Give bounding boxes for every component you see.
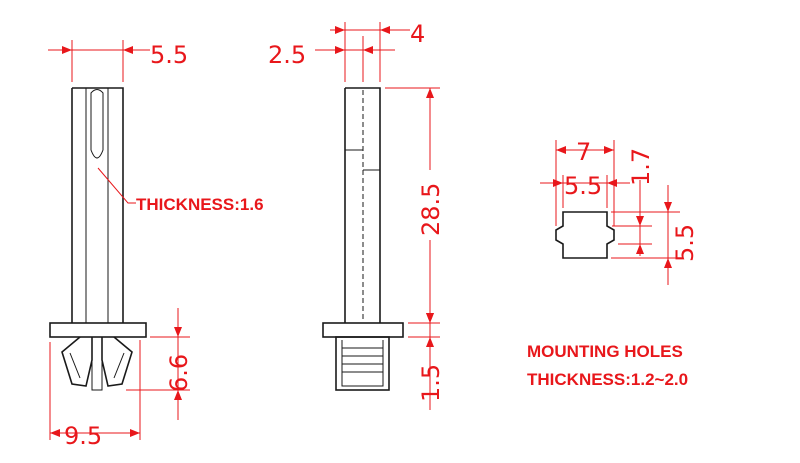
dim-flange-thickness: 1.5 — [408, 300, 445, 410]
front-view-outline — [49, 87, 147, 391]
hole-view: 7 5.5 1.7 5.5 — [540, 138, 699, 285]
front-view: 5.5 THICKNESS:1.6 6.6 9.5 — [48, 40, 264, 450]
dim-base-width-label: 9.5 — [64, 422, 102, 450]
note-mounting-holes: MOUNTING HOLES — [527, 342, 683, 361]
mounting-notes: MOUNTING HOLES THICKNESS:1.2~2.0 — [527, 342, 688, 389]
dim-clip-height: 6.6 — [126, 308, 193, 420]
dim-side-top-gap-label: 4 — [410, 20, 425, 48]
hole-shape-outline — [555, 211, 615, 259]
thickness-leader: THICKNESS:1.6 — [97, 167, 264, 214]
dim-side-top: 2.5 4 — [268, 20, 425, 82]
dim-hole-height-label: 5.5 — [671, 224, 699, 262]
dim-side-top-width-label: 2.5 — [268, 41, 306, 69]
dim-base-width: 9.5 — [49, 340, 141, 450]
note-hole-thickness: THICKNESS:1.2~2.0 — [527, 370, 688, 389]
dim-flange-thickness-label: 1.5 — [417, 364, 445, 402]
side-view-outline — [322, 87, 404, 391]
dim-hole-inner-width: 5.5 — [540, 172, 630, 208]
dim-shaft-length: 28.5 — [385, 87, 445, 324]
dim-top-width: 5.5 — [48, 40, 188, 82]
side-view: 2.5 4 28.5 1.5 — [268, 20, 445, 410]
dim-top-width-label: 5.5 — [150, 41, 188, 69]
dim-shaft-length-label: 28.5 — [417, 183, 445, 236]
dim-hole-inner-width-label: 5.5 — [564, 172, 602, 200]
dim-hole-width-label: 7 — [576, 138, 591, 166]
dim-hole-height: 5.5 — [611, 185, 699, 285]
dim-hole-notch: 1.7 — [612, 148, 655, 256]
dim-hole-notch-label: 1.7 — [627, 148, 655, 186]
dim-clip-height-label: 6.6 — [165, 354, 193, 392]
thickness-note: THICKNESS:1.6 — [136, 195, 264, 214]
